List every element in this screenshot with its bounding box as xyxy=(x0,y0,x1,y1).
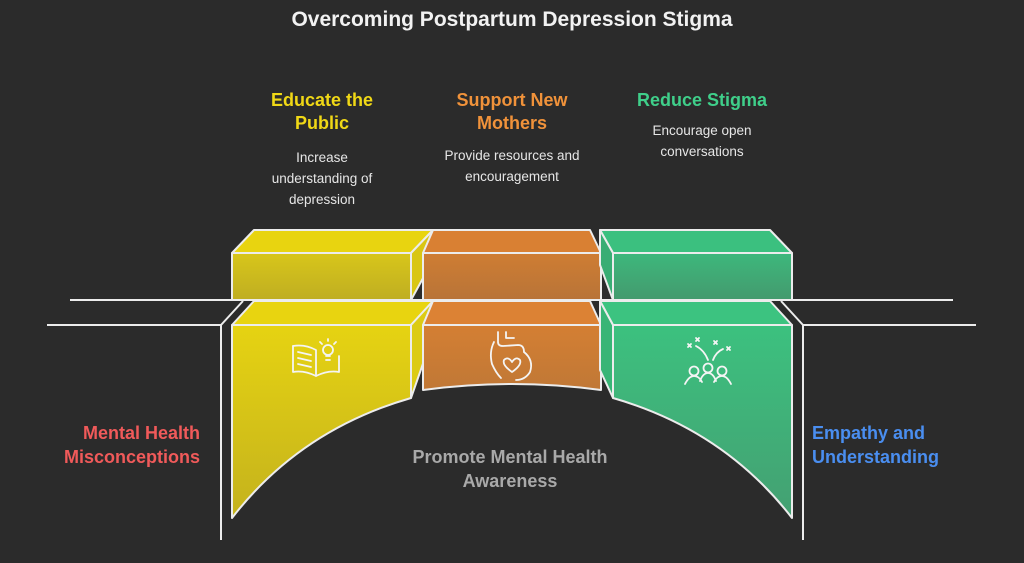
desc-line: Encourage open xyxy=(652,123,752,138)
desc-line: encouragement xyxy=(465,169,559,184)
label-line: Promote Mental Health xyxy=(412,447,608,467)
label-line: Mental Health xyxy=(82,423,200,443)
title-line: Reduce Stigma xyxy=(636,90,768,110)
lower-blocks xyxy=(231,300,793,519)
celebrating-group-icon xyxy=(684,337,732,385)
desc-line: Provide resources and xyxy=(444,148,580,163)
ground-lines xyxy=(47,299,976,540)
column-title-educate: Educate the Public xyxy=(232,89,412,135)
left-label-misconceptions: Mental Health Misconceptions xyxy=(40,421,200,469)
pregnant-belly-heart-icon xyxy=(489,331,533,381)
desc-line: depression xyxy=(288,192,356,207)
title-line: Educate the xyxy=(270,90,374,110)
right-label-empathy: Empathy and Understanding xyxy=(812,421,1012,469)
label-line: Misconceptions xyxy=(63,447,200,467)
column-desc-reduce: Encourage open conversations xyxy=(602,120,802,162)
desc-line: understanding of xyxy=(271,171,373,186)
column-desc-support: Provide resources and encouragement xyxy=(412,145,612,187)
desc-line: conversations xyxy=(660,144,744,159)
center-label-awareness: Promote Mental Health Awareness xyxy=(390,445,630,493)
diagram-title: Overcoming Postpartum Depression Stigma xyxy=(291,8,733,31)
column-title-reduce: Reduce Stigma xyxy=(602,89,802,112)
label-line: Understanding xyxy=(812,447,940,467)
label-line: Awareness xyxy=(462,471,558,491)
title-line: Public xyxy=(294,113,349,133)
book-lightbulb-icon xyxy=(292,338,340,377)
desc-line: Increase xyxy=(296,150,348,165)
upper-blocks xyxy=(231,229,793,301)
label-line: Empathy and xyxy=(812,423,926,443)
column-desc-educate: Increase understanding of depression xyxy=(232,147,412,210)
title-line: Mothers xyxy=(476,113,547,133)
column-title-support: Support New Mothers xyxy=(412,89,612,135)
title-line: Support New xyxy=(456,90,568,110)
